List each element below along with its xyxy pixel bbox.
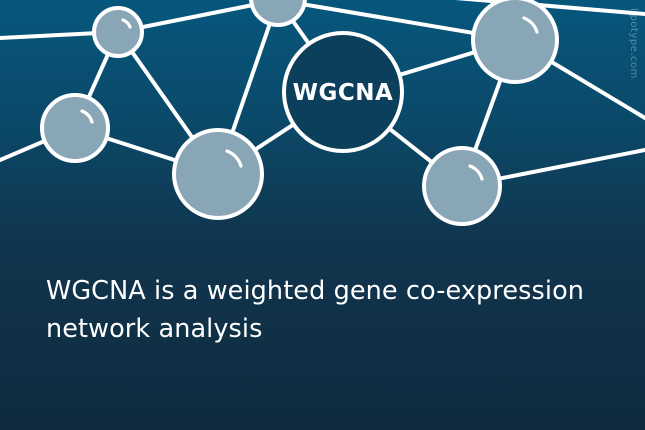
headline: WGCNA is a weighted gene co-expression n…: [46, 276, 585, 344]
watermark: lipotype.com: [628, 8, 639, 79]
network-node: [249, 0, 307, 27]
network-node: [422, 146, 502, 226]
network-node: [92, 6, 144, 58]
wgcna-hub-node: WGCNA: [282, 31, 404, 153]
network-node: [471, 0, 559, 84]
hub-label: WGCNA: [293, 80, 394, 106]
network-node: [172, 128, 264, 220]
network-node: [40, 93, 110, 163]
